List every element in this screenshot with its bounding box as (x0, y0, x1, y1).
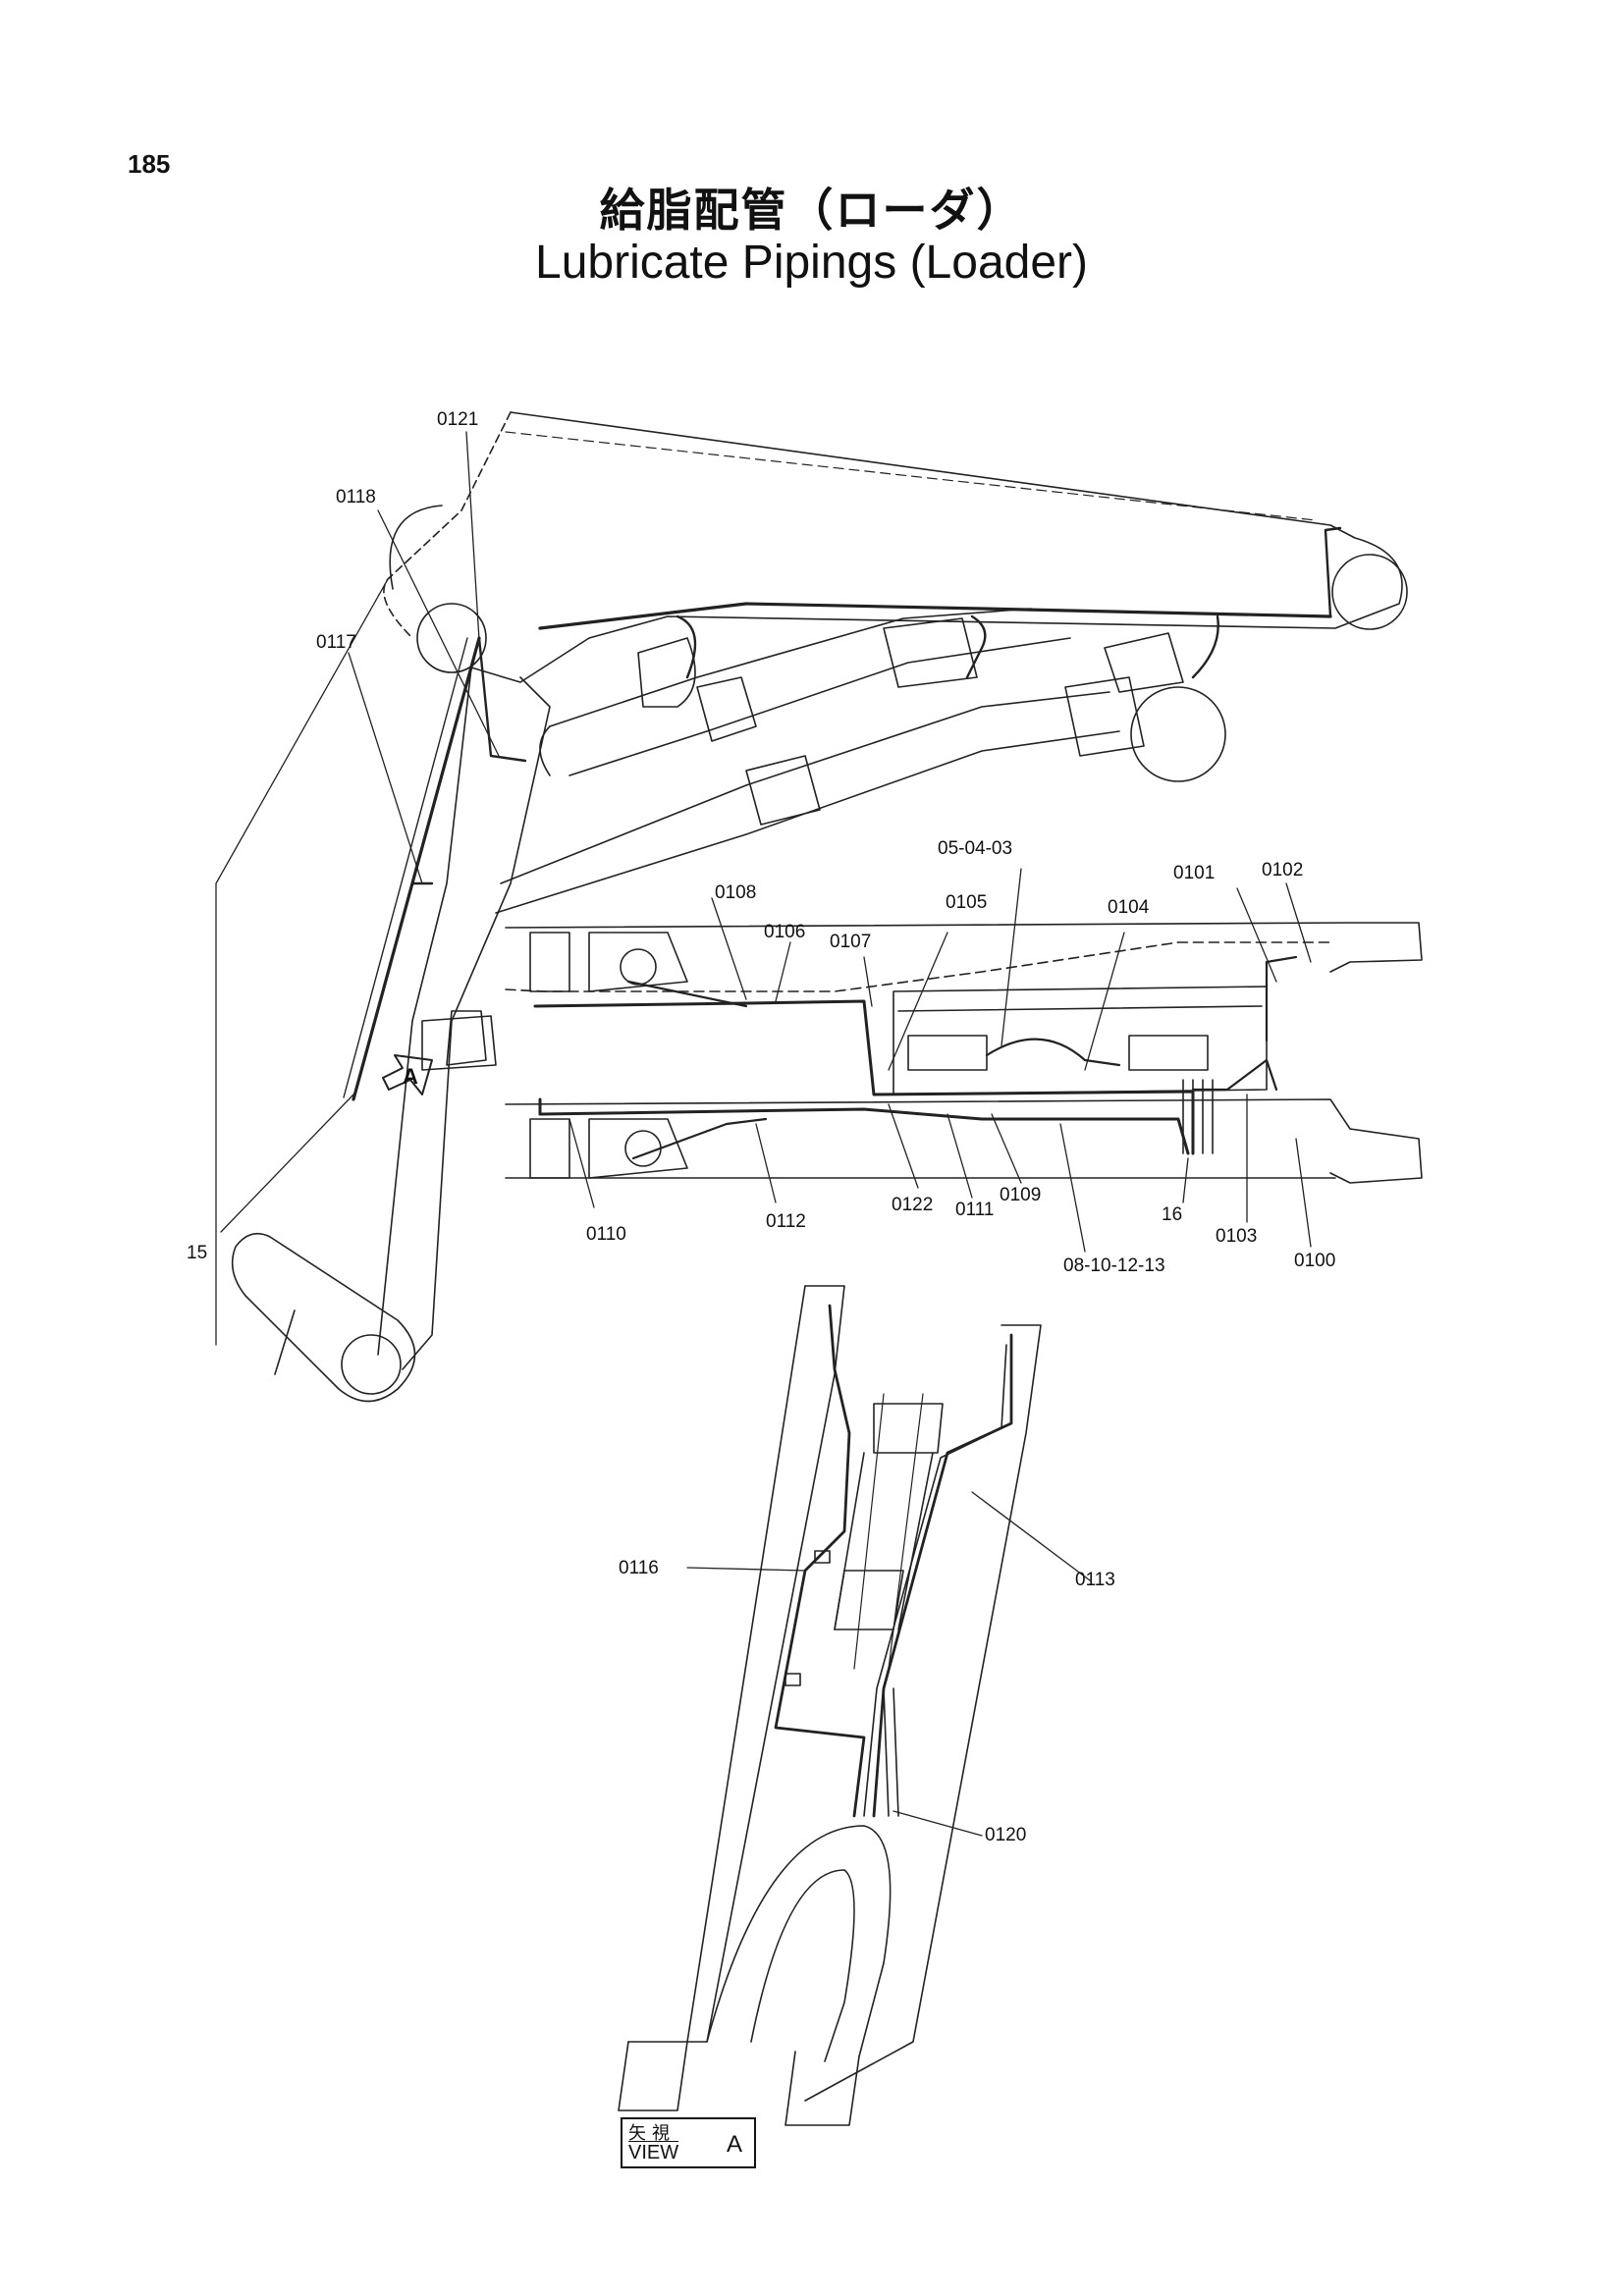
view-a-drawing (618, 1285, 1042, 2126)
label-0100: 0100 (1294, 1251, 1335, 1271)
leader-lines (220, 431, 1312, 1837)
label-0122: 0122 (892, 1195, 933, 1215)
label-0101: 0101 (1173, 863, 1215, 883)
page-number: 185 (128, 149, 171, 179)
label-16: 16 (1162, 1204, 1182, 1225)
arrow-marker-letter: A (403, 1064, 418, 1089)
label-0110: 0110 (586, 1224, 626, 1245)
label-0108: 0108 (715, 882, 756, 903)
label-0118: 0118 (336, 487, 376, 507)
view-caption-en: VIEW (628, 2141, 679, 2163)
label-0109: 0109 (1000, 1185, 1041, 1205)
label-0105: 0105 (946, 892, 987, 913)
label-0111: 0111 (955, 1200, 994, 1220)
label-0116: 0116 (619, 1558, 659, 1578)
label-0102: 0102 (1262, 860, 1303, 881)
part-labels: 0121 0118 0117 15 05-04-03 0101 0102 010… (187, 409, 1335, 1845)
label-0103: 0103 (1216, 1226, 1257, 1247)
view-arrow-marker (382, 1054, 433, 1095)
title-japanese: 給脂配管（ローダ） (599, 184, 1024, 237)
label-05-04-03: 05-04-03 (938, 838, 1012, 859)
label-0104: 0104 (1108, 897, 1150, 918)
label-15: 15 (187, 1243, 207, 1263)
view-a-caption: 矢視 VIEW A (621, 2117, 756, 2168)
label-0112: 0112 (766, 1211, 806, 1232)
label-0113: 0113 (1075, 1570, 1115, 1590)
frame-plan-drawing (505, 922, 1423, 1184)
view-caption-jp: 矢視 (628, 2123, 676, 2144)
label-08-10-12-13: 08-10-12-13 (1063, 1255, 1165, 1276)
label-0106: 0106 (764, 922, 805, 942)
label-0121: 0121 (437, 409, 478, 430)
view-caption-letter: A (727, 2131, 743, 2158)
label-0117: 0117 (316, 632, 356, 653)
label-0120: 0120 (985, 1825, 1026, 1845)
title-english: Lubricate Pipings (Loader) (535, 237, 1088, 289)
loader-arm-drawing (215, 411, 1408, 1403)
label-0107: 0107 (830, 932, 871, 952)
